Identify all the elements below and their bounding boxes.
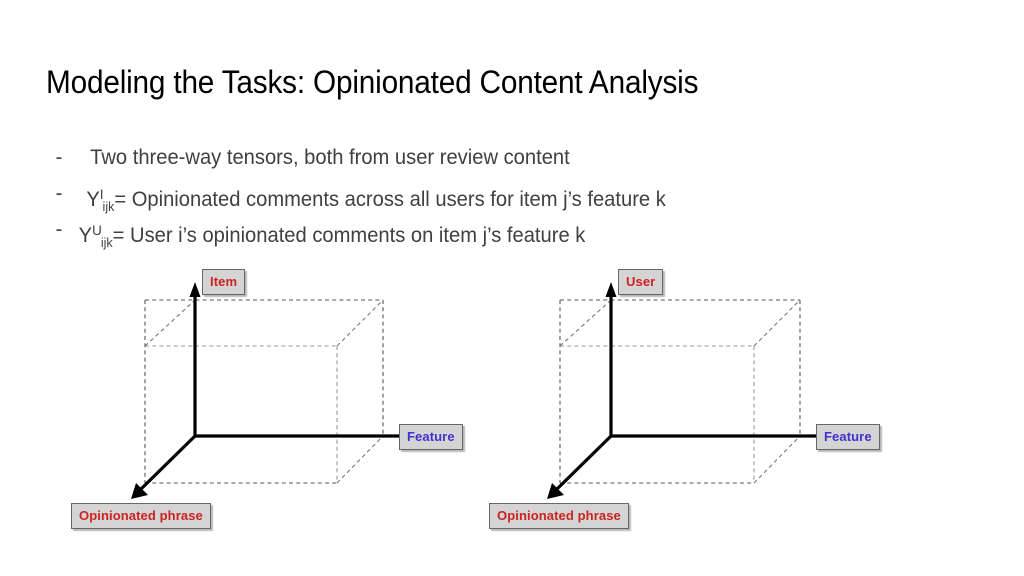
cube-depth-edges	[144, 299, 384, 484]
diagram-tensor-item	[131, 282, 414, 499]
diagram-tensor-user	[547, 282, 831, 499]
list-item: - Two three-way tensors, both from user …	[46, 140, 910, 176]
tensor-variable-symbol: Y	[78, 224, 93, 247]
bullet-definition: = Opinionated comments across all users …	[114, 188, 666, 211]
cube-back-face	[559, 299, 801, 484]
axis-lines	[137, 292, 404, 493]
vertical-axis-arrowhead	[189, 282, 201, 297]
axis-label-feature-right: Feature	[816, 424, 880, 450]
axis-lines	[553, 292, 821, 493]
tensor-variable-symbol: Y	[86, 188, 100, 211]
page-title: Modeling the Tasks: Opinionated Content …	[46, 64, 699, 100]
axis-label-opinionated-phrase-left: Opinionated phrase	[71, 503, 211, 529]
bullet-text: Two three-way tensors, both from user re…	[90, 146, 570, 169]
bullet-marker: -	[55, 146, 63, 169]
depth-axis-line	[137, 434, 197, 493]
axis-label-opinionated-phrase-right: Opinionated phrase	[489, 503, 629, 529]
tensor-variable-superscript: U	[92, 222, 102, 238]
bullet-marker: -	[55, 182, 63, 205]
list-item: - YUijk= User i’s opinionated comments o…	[46, 212, 910, 250]
axis-label-feature-left: Feature	[399, 424, 463, 450]
bullet-text: YUijk= User i’s opinionated comments on …	[79, 212, 586, 261]
depth-axis-arrowhead	[547, 483, 564, 499]
vertical-axis-arrowhead	[605, 282, 617, 297]
cube-front-face	[145, 345, 338, 483]
tensor-variable-subscript: ijk	[102, 199, 115, 214]
depth-axis-arrowhead	[131, 483, 148, 499]
cube-front-face	[560, 345, 755, 483]
list-item: - YIijk= Opinionated comments across all…	[46, 176, 910, 214]
bullet-definition: = User i’s opinionated comments on item …	[112, 224, 586, 247]
cube-back-face	[144, 299, 384, 484]
bullet-list: - Two three-way tensors, both from user …	[46, 140, 946, 250]
bullet-text: YIijk= Opinionated comments across all u…	[86, 176, 665, 225]
cube-depth-edges	[559, 299, 801, 484]
depth-axis-line	[553, 434, 613, 493]
bullet-marker: -	[55, 218, 63, 241]
axis-label-item: Item	[202, 269, 246, 295]
axis-label-user: User	[618, 269, 664, 295]
tensor-variable-subscript: ijk	[100, 235, 113, 250]
tensor-variable-superscript: I	[99, 186, 104, 202]
